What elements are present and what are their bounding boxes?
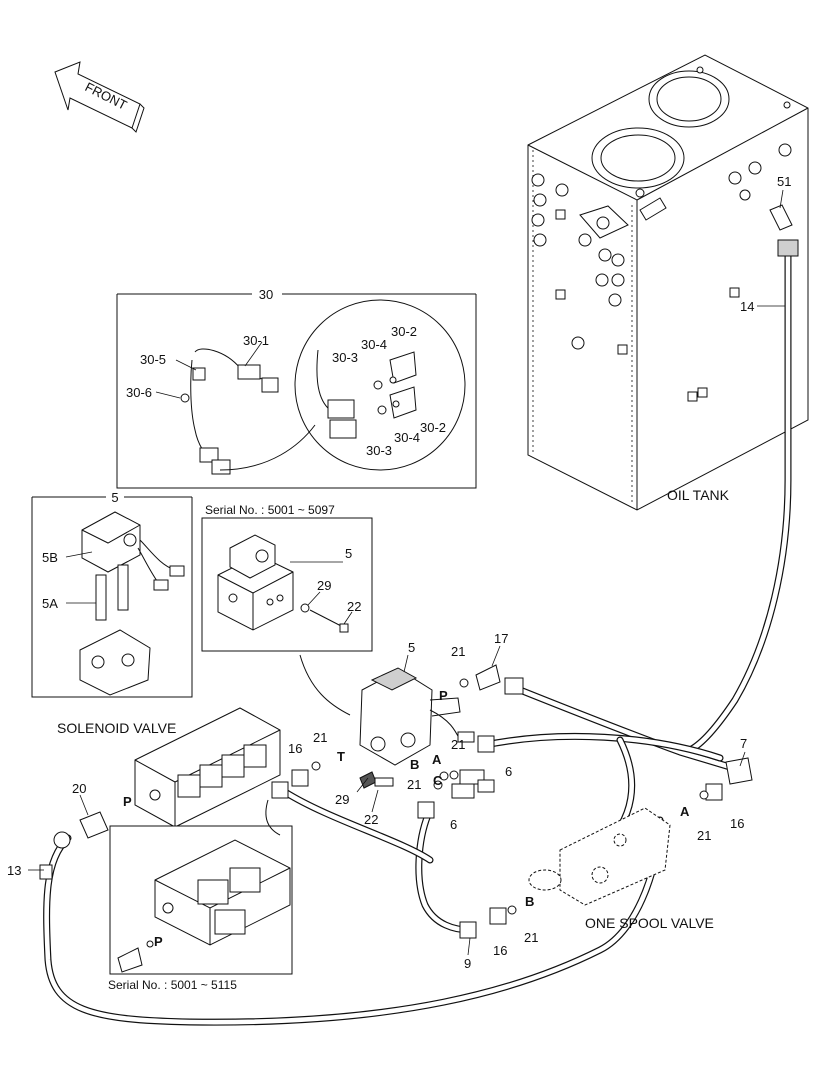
label-51: 51: [777, 174, 791, 189]
part-labels: 51 14 13 20 7 9 17 16 16 16 21 21 21 21 …: [7, 174, 791, 971]
label-30-4-a: 30-4: [361, 337, 387, 352]
label-30-5: 30-5: [140, 352, 166, 367]
label-20: 20: [72, 781, 86, 796]
label-30-6: 30-6: [126, 385, 152, 400]
label-5-b: 5: [408, 640, 415, 655]
label-22-b: 22: [364, 812, 378, 827]
label-29-a: 29: [317, 578, 331, 593]
label-21-a: 21: [313, 730, 327, 745]
one-spool-valve-caption: ONE SPOOL VALVE: [585, 915, 714, 931]
solenoid-valve-block: SOLENOID VALVE: [57, 707, 281, 828]
label-30-3-b: 30-3: [366, 443, 392, 458]
label-5A: 5A: [42, 596, 58, 611]
harness-box-title: 30: [259, 287, 273, 302]
label-9: 9: [464, 956, 471, 971]
label-29-b: 29: [335, 792, 349, 807]
valve-box-title: 5: [111, 490, 118, 505]
solenoid-valve-caption: SOLENOID VALVE: [57, 720, 176, 736]
oil-tank: OIL TANK: [527, 54, 809, 511]
port-A-2: A: [680, 804, 690, 819]
port-P-1: P: [123, 794, 132, 809]
serial-box-bottom: Serial No. : 5001 ~ 5115: [108, 799, 293, 992]
port-A-1: A: [432, 752, 442, 767]
solenoid-valve-center: [359, 667, 475, 766]
label-5-a: 5: [345, 546, 352, 561]
serial-box-top: Serial No. : 5001 ~ 5097: [201, 503, 373, 716]
label-7: 7: [740, 736, 747, 751]
port-C: C: [433, 773, 443, 788]
label-30-3-a: 30-3: [332, 350, 358, 365]
leader-lines: [28, 189, 785, 956]
label-30-1: 30-1: [243, 333, 269, 348]
port-P-2: P: [439, 688, 448, 703]
label-16-c: 16: [493, 943, 507, 958]
oil-tank-caption: OIL TANK: [667, 487, 730, 503]
label-21-c: 21: [451, 737, 465, 752]
label-5B: 5B: [42, 550, 58, 565]
valve-box: 5: [31, 490, 193, 698]
front-arrow: FRONT: [54, 61, 145, 133]
port-P-3: P: [154, 934, 163, 949]
one-spool-valve: ONE SPOOL VALVE: [528, 807, 714, 931]
label-21-d: 21: [407, 777, 421, 792]
label-13: 13: [7, 863, 21, 878]
label-6-a: 6: [505, 764, 512, 779]
label-6-b: 6: [450, 817, 457, 832]
label-22-a: 22: [347, 599, 361, 614]
label-21-b: 21: [451, 644, 465, 659]
serial-bottom-caption: Serial No. : 5001 ~ 5115: [108, 978, 237, 992]
label-17: 17: [494, 631, 508, 646]
label-30-4-b: 30-4: [394, 430, 420, 445]
label-14: 14: [740, 299, 754, 314]
port-T: T: [337, 749, 345, 764]
label-16-a: 16: [288, 741, 302, 756]
label-21-f: 21: [524, 930, 538, 945]
label-30-2-a: 30-2: [391, 324, 417, 339]
port-labels: P P P T B B A A C: [123, 688, 690, 949]
label-16-b: 16: [730, 816, 744, 831]
port-B-2: B: [525, 894, 534, 909]
serial-top-caption: Serial No. : 5001 ~ 5097: [205, 503, 335, 517]
fittings: [39, 204, 799, 939]
port-B-1: B: [410, 757, 419, 772]
harness-box: 30: [116, 287, 477, 489]
label-30-2-b: 30-2: [420, 420, 446, 435]
label-21-e: 21: [697, 828, 711, 843]
